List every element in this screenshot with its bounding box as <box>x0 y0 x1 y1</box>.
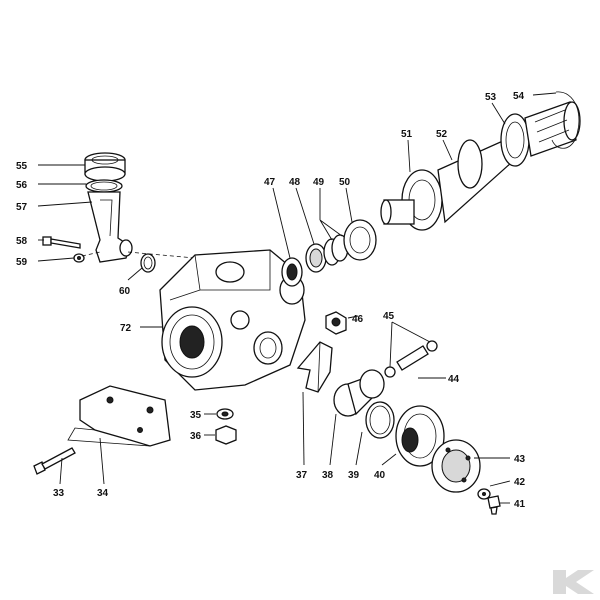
part-55-cap <box>84 152 126 182</box>
part-41-plug <box>487 495 501 515</box>
part-52-shaft <box>437 139 513 224</box>
callout-34: 34 <box>97 488 109 499</box>
callout-labels: 55 56 57 58 59 60 72 47 48 49 50 51 52 5… <box>16 91 526 510</box>
callout-43: 43 <box>514 454 526 465</box>
callout-39: 39 <box>348 470 360 481</box>
part-35-washer <box>216 408 234 420</box>
part-59-washer <box>73 253 85 263</box>
leader-lines <box>37 92 557 504</box>
callout-59: 59 <box>16 257 28 268</box>
part-45-washers <box>384 340 438 378</box>
part-47-bearing <box>281 257 303 287</box>
callout-35: 35 <box>190 410 202 421</box>
part-splined-shaft-end <box>524 101 581 157</box>
callout-58: 58 <box>16 236 28 247</box>
part-44-pin <box>396 345 429 371</box>
callout-54: 54 <box>513 91 525 102</box>
part-53-bearing <box>500 113 530 167</box>
callout-51: 51 <box>401 129 413 140</box>
part-56-ring <box>85 179 123 193</box>
callout-49: 49 <box>313 177 325 188</box>
callout-55: 55 <box>16 161 28 172</box>
part-60-o-ring <box>140 253 156 273</box>
part-57-filler-neck <box>87 191 133 263</box>
callout-45: 45 <box>383 311 395 322</box>
part-33-bolt <box>33 447 76 475</box>
k-logo-icon <box>553 570 594 594</box>
part-49-shims <box>323 234 349 266</box>
callout-40: 40 <box>374 470 386 481</box>
callout-38: 38 <box>322 470 334 481</box>
callout-36: 36 <box>190 431 202 442</box>
callout-52: 52 <box>436 129 448 140</box>
part-43-gasket <box>431 439 481 493</box>
part-34-bracket <box>67 385 171 447</box>
callout-60: 60 <box>119 286 131 297</box>
callout-50: 50 <box>339 177 351 188</box>
callout-47: 47 <box>264 177 276 188</box>
part-37-fork <box>296 341 333 393</box>
assembly-line <box>127 251 196 259</box>
part-54-circlip <box>551 91 580 149</box>
part-46-nut <box>325 311 347 335</box>
callout-46: 46 <box>352 314 364 325</box>
callout-33: 33 <box>53 488 65 499</box>
part-39-ring <box>365 401 395 439</box>
part-51-pinion-gear <box>380 169 443 231</box>
callout-56: 56 <box>16 180 28 191</box>
assembly-line <box>81 251 101 257</box>
callout-41: 41 <box>514 499 526 510</box>
callout-42: 42 <box>514 477 526 488</box>
callout-37: 37 <box>296 470 308 481</box>
part-72-gearbox-housing <box>159 249 306 391</box>
part-38-bushing <box>333 369 385 417</box>
callout-44: 44 <box>448 374 460 385</box>
part-48-bearing <box>305 243 327 273</box>
callout-57: 57 <box>16 202 28 213</box>
part-58-bolt <box>42 236 81 249</box>
part-40-cover <box>395 405 445 467</box>
callout-53: 53 <box>485 92 497 103</box>
callout-48: 48 <box>289 177 301 188</box>
callout-72: 72 <box>120 323 132 334</box>
part-36-nut <box>215 425 237 445</box>
part-42-washer <box>477 488 491 500</box>
part-50-seal <box>343 219 377 261</box>
